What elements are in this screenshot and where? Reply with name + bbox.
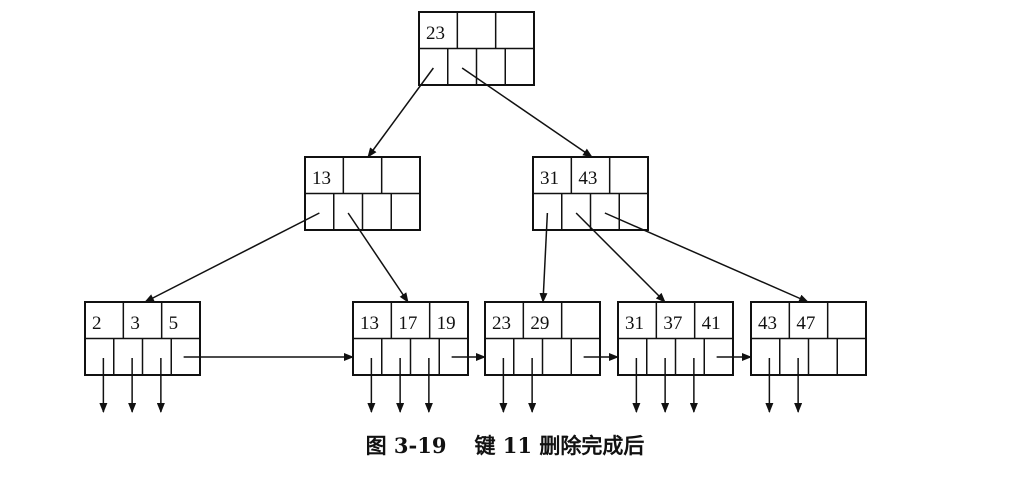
node-key: 23 — [426, 23, 445, 44]
child-pointer-arrow — [604, 212, 809, 303]
child-pointer-arrow — [575, 212, 666, 303]
node-key: 31 — [540, 168, 559, 189]
figure-number: 图 3-19 — [365, 433, 447, 458]
node-key: 43 — [578, 168, 597, 189]
figure-title: 键 11 删除完成后 — [474, 433, 645, 458]
node-key: 3 — [130, 313, 140, 334]
figure-caption: 图 3-19 键 11 删除完成后 — [0, 430, 1010, 460]
node-key: 41 — [702, 313, 721, 334]
node-key: 19 — [437, 313, 456, 334]
node-key: 29 — [530, 313, 549, 334]
node-key: 2 — [92, 313, 102, 334]
child-pointer-arrow — [347, 212, 409, 303]
child-pointer-arrow — [461, 67, 593, 158]
child-pointer-arrow — [539, 212, 549, 303]
node-key: 13 — [360, 313, 379, 334]
node-key: 43 — [758, 313, 777, 334]
child-pointer-arrow — [144, 212, 320, 303]
node-key: 13 — [312, 168, 331, 189]
node-key: 17 — [398, 313, 417, 334]
node-key: 23 — [492, 313, 511, 334]
node-key: 37 — [663, 313, 682, 334]
child-pointer-arrow — [367, 67, 434, 158]
node-key: 31 — [625, 313, 644, 334]
node-key: 47 — [796, 313, 815, 334]
node-key: 5 — [169, 313, 179, 334]
